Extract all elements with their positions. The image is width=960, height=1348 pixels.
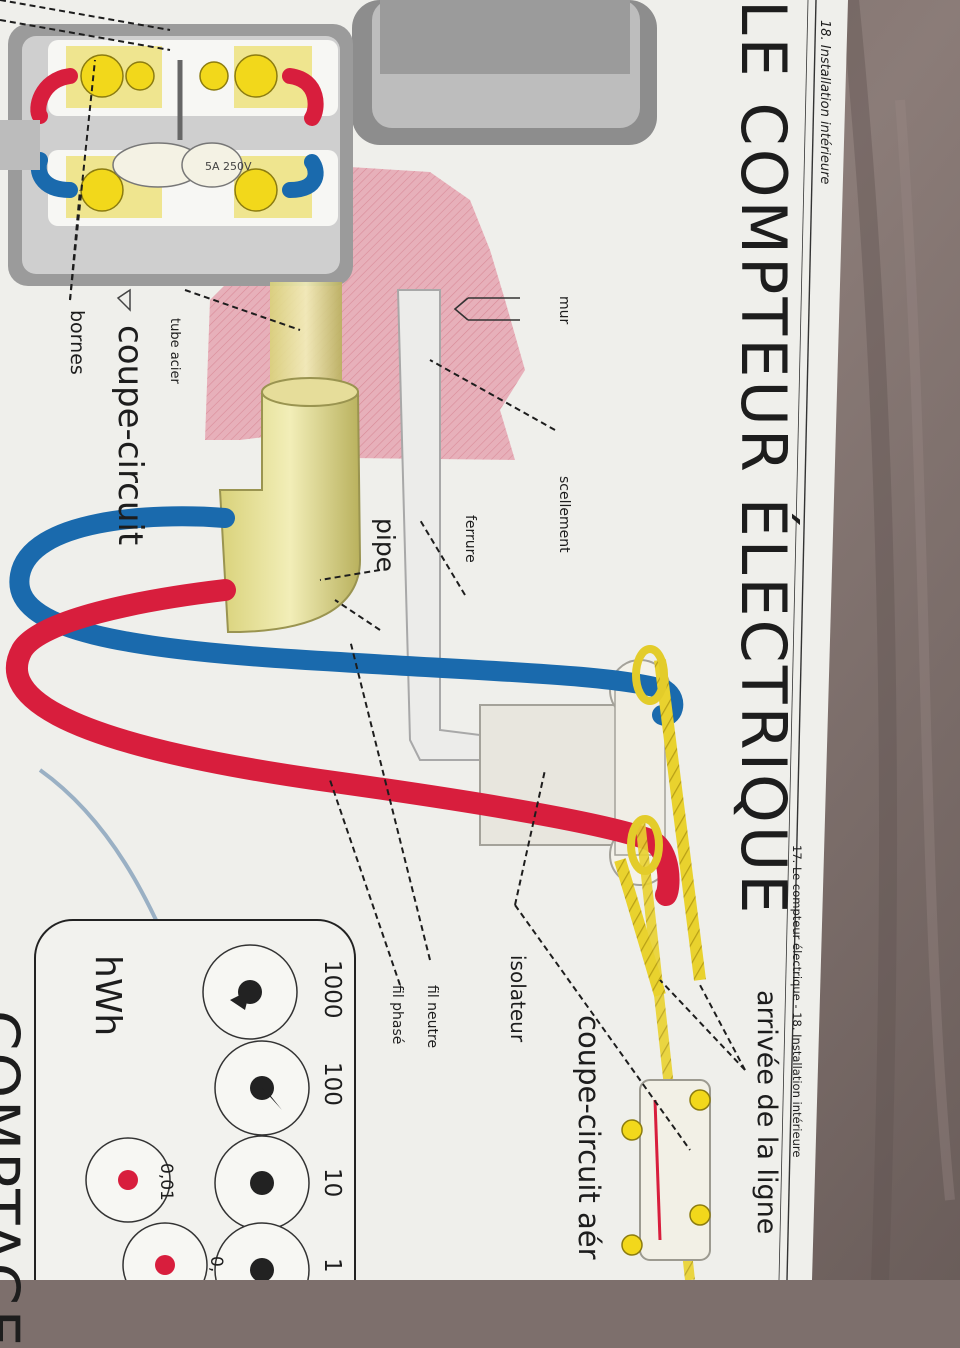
label-scellement: scellement	[556, 476, 572, 553]
label-ferrure: ferrure	[462, 515, 478, 563]
arrow-icon	[453, 297, 520, 321]
label-arrivee-ligne: arrivée de la ligne	[751, 990, 782, 1235]
label-tube-acier: tube acier	[167, 318, 182, 384]
terminal-screws	[80, 54, 278, 212]
label-pipe: pipe	[371, 518, 400, 573]
poster-scene: 5A 250V	[0, 0, 960, 1280]
border-line	[786, 0, 817, 1280]
label-coupe-circuit: coupe-circuit	[110, 325, 150, 546]
dial-label-100: 100	[319, 1062, 345, 1106]
dial-label-10: 10	[319, 1168, 345, 1198]
dial-label-small-2: 0,	[206, 1256, 226, 1273]
label-bornes: bornes	[66, 310, 88, 375]
phase-wire	[5, 579, 680, 906]
label-fil-neutre: fil neutre	[424, 985, 440, 1049]
dial-label-1000: 1000	[319, 960, 345, 1019]
label-isolateur: isolateur	[506, 955, 530, 1043]
leader-lines	[0, 0, 746, 1151]
arrow-icon	[116, 288, 131, 312]
header-left: 18. Installation intérieure	[817, 20, 832, 185]
poster-title: LE COMPTEUR ÉLECTRIQUE	[727, 0, 800, 917]
dial-label-small: 0,01	[156, 1163, 176, 1201]
unit-label: hWh	[87, 955, 128, 1037]
line-cable	[654, 659, 706, 981]
label-fil-phase: fil phasé	[389, 985, 405, 1045]
section-comptage: COMPTAGE	[0, 1010, 32, 1348]
meter-dial-icon	[85, 944, 310, 1280]
fuse-rating: 5A 250V	[205, 160, 252, 173]
label-mur: mur	[556, 296, 572, 325]
label-coupe-circuit-aerien: coupe-circuit aér	[572, 1015, 606, 1260]
dial-label-1: 1	[319, 1258, 345, 1273]
pipe-elbow	[218, 391, 362, 633]
